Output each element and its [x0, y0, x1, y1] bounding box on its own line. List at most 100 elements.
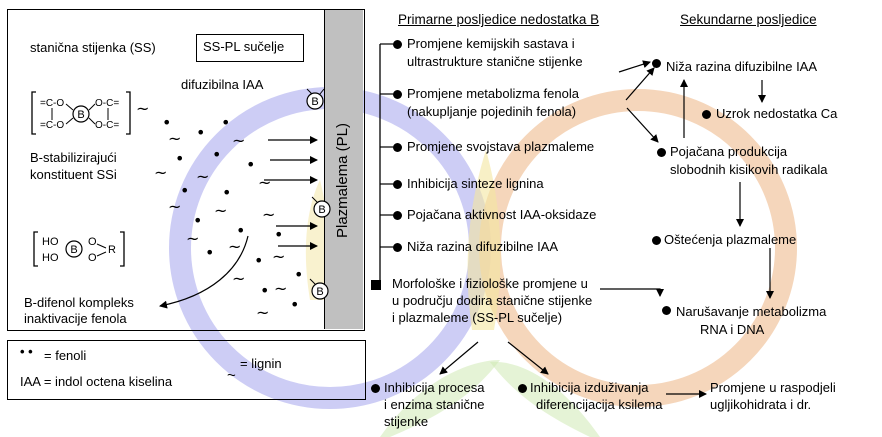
membrane-b-1-label: B	[311, 96, 318, 108]
primary-bullet-5	[393, 211, 402, 220]
watermark-leaf-left	[380, 360, 500, 437]
primary-bullet-1	[393, 40, 402, 49]
primary-item-1-line2: ultrastrukture stanične stijenke	[407, 54, 583, 69]
sec-radikali-line-1: Pojačana produkcija	[670, 144, 788, 159]
sec-uzrok-bullet	[702, 110, 711, 119]
stab-bond-ul	[65, 103, 74, 111]
difenol-ho-top: HO	[42, 236, 59, 248]
formula-right-top: O-C=	[95, 98, 120, 109]
phenol-9: •	[193, 211, 202, 230]
dif-bond-2	[96, 251, 107, 257]
lignin-6: ~	[258, 173, 271, 192]
morph-line-2: u području dodira stanične stijenke	[392, 293, 593, 308]
stab-b-symbol: B	[77, 109, 84, 121]
sec-ostecenja: Oštećenja plazmaleme	[664, 232, 797, 247]
difenol-label-1: B-difenol kompleks	[24, 295, 134, 310]
phenol-10: •	[236, 221, 245, 240]
primary-item-4-line1: Inhibicija sinteze lignina	[407, 176, 544, 191]
dif-bracket-left	[33, 231, 38, 267]
dif-bond-1	[96, 243, 107, 249]
sec-narusavanje-bullet	[662, 306, 671, 315]
membrane-b-2	[313, 200, 331, 218]
sec-uzrok-ca: Uzrok nedostatka Ca	[716, 106, 838, 121]
phenol-16: •	[290, 295, 299, 314]
inhib-izd-line-2: diferencijacija ksilema	[536, 397, 663, 412]
stab-b-circle	[72, 105, 90, 123]
lignin-13: ~	[232, 269, 245, 288]
inhib-proc-line-1: Inhibicija procesa	[384, 380, 485, 395]
membrane-b-3-label: B	[316, 286, 323, 298]
primary-bullet-4	[393, 180, 402, 189]
sec-niza-iaa: Niža razina difuzibilne IAA	[666, 59, 818, 74]
interface-box	[196, 34, 304, 62]
lignin-11: ~	[228, 237, 241, 256]
primary-bullet-6	[393, 243, 402, 252]
lignin-12: ~	[272, 247, 285, 266]
stab-bracket-left	[31, 91, 36, 135]
lignin-10: ~	[186, 229, 199, 248]
lignin-3: ~	[232, 131, 245, 150]
formula-left-top: =C-O	[40, 98, 65, 109]
primary-item-1-line1: Promjene kemijskih sastava i	[407, 36, 575, 51]
phenol-1: •	[162, 113, 171, 132]
phenol-13: •	[254, 251, 263, 270]
membrane-b-group: B B B	[306, 92, 331, 300]
primary-item-6-line1: Niža razina difuzibilne IAA	[407, 239, 559, 254]
arrow-morph-to-proc	[439, 341, 479, 375]
phenol-6: •	[246, 155, 255, 174]
inhib-proc-line-2: i enzima stanične	[384, 397, 485, 412]
arrow-fenol-to-niza	[625, 67, 655, 101]
sec-narusavanje-line-2: RNA i DNA	[700, 322, 765, 337]
dif-b-symbol: B	[70, 244, 77, 256]
morph-square-bullet	[371, 280, 381, 290]
stab-bracket-right	[126, 91, 131, 135]
b1-tick-1	[306, 88, 313, 95]
sec-radikali-bullet	[657, 148, 666, 157]
b1-tick-2	[319, 88, 325, 95]
lignin-7: ~	[168, 197, 181, 216]
membrane-b-2-label: B	[318, 204, 325, 216]
watermark-leaf-right	[490, 361, 600, 437]
interface-box-label: SS-PL sučelje	[203, 39, 285, 54]
lignin-1: ~	[136, 99, 149, 118]
stab-bond-lr	[88, 117, 96, 125]
primary-item-5-line1: Pojačana aktivnost IAA-oksidaze	[407, 207, 597, 222]
inhib-proc-line-3: stijenke	[384, 414, 429, 429]
left-panel-frame	[7, 9, 365, 331]
phenols-and-lignin: • • • • • • • • • • • • • • • • ~ ~ ~ ~ …	[136, 99, 303, 322]
phenol-15: •	[260, 281, 269, 300]
arrow-fenol-to-radikali	[626, 107, 659, 143]
primary-item-3-line1: Promjene svojstava plazmaleme	[407, 139, 595, 154]
sec-niza-bullet	[652, 59, 661, 68]
phenol-3: •	[221, 113, 230, 132]
formula-right-bottom: O-C=	[95, 120, 120, 131]
legend-box	[7, 340, 366, 400]
legend-iaa-text: IAA = indol octena kiselina	[20, 374, 173, 389]
dif-b-circle	[65, 240, 83, 258]
primary-item-2-line1: Promjene metabolizma fenola	[407, 86, 579, 101]
membrane-b-3	[311, 282, 329, 300]
b2-tick-1	[311, 196, 318, 203]
iaa-label: difuzibilna IAA	[181, 77, 264, 92]
stab-bond-ll	[65, 117, 74, 125]
lignin-14: ~	[274, 279, 287, 298]
difenol-label-2: inaktivacije fenola	[24, 311, 127, 326]
morph-line-1: Morfološke i fiziološke promjene u	[392, 276, 588, 291]
lignin-5: ~	[196, 167, 209, 186]
dif-bracket-right	[120, 231, 125, 267]
b3-tick-1	[309, 278, 316, 285]
legend-lignin-symbol: ~	[227, 367, 236, 384]
difenol-o-top: O	[88, 236, 97, 248]
inhib-proc-bullet	[371, 384, 380, 393]
phenol-4: •	[175, 149, 184, 168]
phenol-5: •	[212, 145, 221, 164]
arrow-ultra-to-niza	[618, 60, 651, 73]
secondary-header: Sekundarne posljedice	[680, 12, 817, 27]
primary-bullet-3	[393, 143, 402, 152]
phenol-12: •	[205, 243, 214, 262]
stabilizing-label-1: B-stabilizirajući	[30, 150, 117, 165]
difenol-o-bottom: O	[88, 252, 97, 264]
legend-phenol-symbol: • •	[20, 344, 33, 359]
difenol-ho-bottom: HO	[42, 252, 59, 264]
